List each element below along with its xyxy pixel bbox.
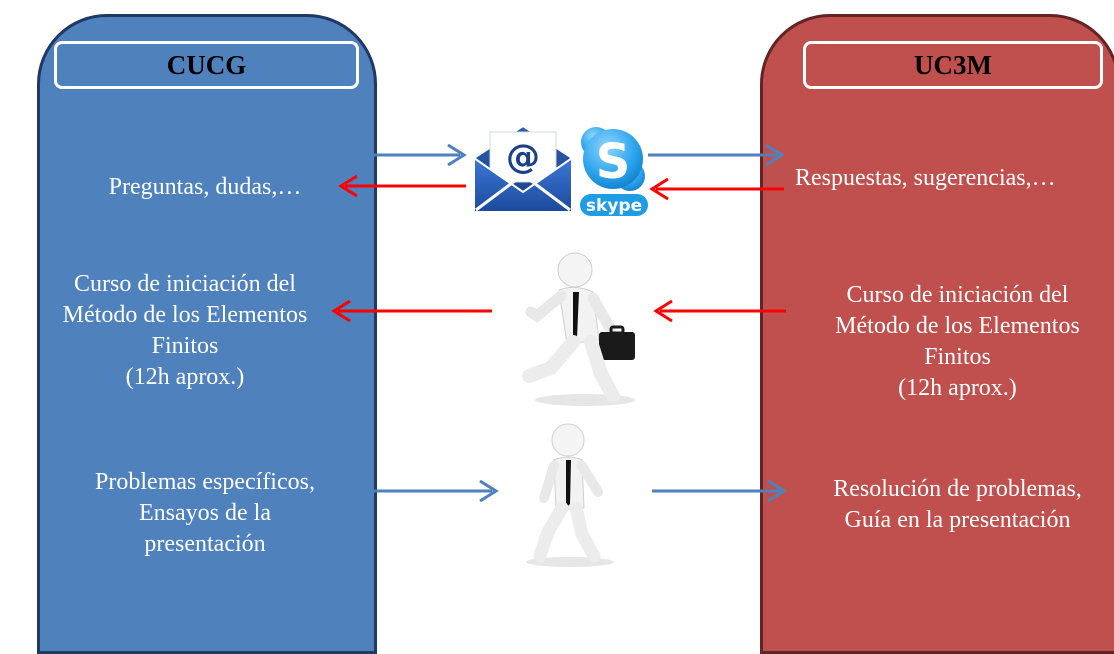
email-envelope-icon: @ [468,122,578,218]
arrow-blue-walker-to-uc3m [652,479,787,503]
uc3m-panel: UC3M [760,14,1114,654]
arrow-red-uc3m-to-runner [653,299,786,323]
left-text-preguntas: Preguntas, dudas,… [108,174,302,200]
left-text-problemas: Problemas específicos, Ensayos de la pre… [95,469,315,557]
businessman-running-icon [515,250,645,410]
svg-text:S: S [596,134,631,190]
cucg-title: CUCG [54,41,359,89]
arrow-red-runner-to-cucg [331,299,492,323]
skype-label: skype [586,196,642,216]
left-text-curso: Curso de iniciación del Método de los El… [62,271,308,390]
arrow-red-to-cucg [338,174,466,198]
arrow-red-to-skype [649,177,784,201]
right-text-resolucion: Resolución de problemas, Guía en la pres… [833,476,1082,533]
skype-icon: S skype [578,122,650,218]
arrow-blue-to-email [333,143,467,167]
arrows-layer [331,143,787,503]
person-walking-icon [508,420,628,570]
right-text-curso: Curso de iniciación del Método de los El… [835,282,1080,401]
right-text-respuestas: Respuestas, sugerencias,… [795,165,1056,191]
arrow-blue-to-uc3m [648,143,785,167]
uc3m-title: UC3M [803,41,1103,89]
svg-text:@: @ [506,137,540,177]
arrow-blue-cucg-to-walker [366,479,499,503]
cucg-panel: CUCG [37,14,377,654]
